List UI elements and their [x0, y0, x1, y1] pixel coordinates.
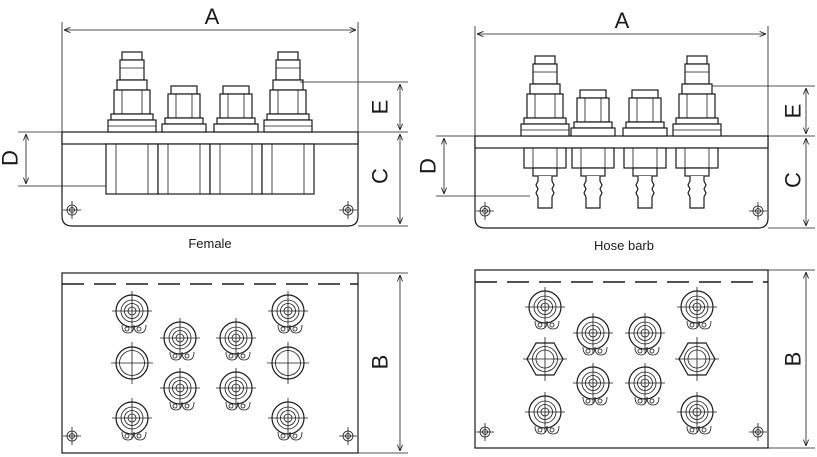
- hose-barb-caption: Hose barb: [594, 238, 654, 253]
- female-top-view: [61, 272, 359, 454]
- female-caption: Female: [188, 236, 231, 251]
- female-dimension-b: B: [358, 272, 408, 454]
- svg-text:B: B: [781, 352, 806, 367]
- svg-text:D: D: [416, 158, 441, 174]
- hose-barb-dimension-e: E: [712, 85, 815, 137]
- hose-barb-dimension-c: C: [768, 138, 815, 229]
- hose-barb-dimension-a: A: [474, 8, 769, 136]
- svg-text:C: C: [781, 172, 806, 188]
- hose-barb-top-view: [474, 269, 769, 449]
- svg-text:E: E: [781, 104, 806, 119]
- female-dimension-c: C: [358, 134, 408, 227]
- hose-barb-dimension-d: D: [416, 135, 530, 197]
- svg-text:D: D: [0, 150, 23, 166]
- female-dimension-e: E: [300, 81, 408, 133]
- female-dimension-d: D: [0, 131, 106, 187]
- female-dimension-a: A: [61, 4, 359, 132]
- svg-text:A: A: [615, 8, 630, 33]
- hose-barb-side-view: [474, 55, 769, 229]
- svg-text:B: B: [368, 355, 393, 370]
- svg-text:C: C: [368, 168, 393, 184]
- svg-text:A: A: [205, 4, 220, 29]
- hose-barb-dimension-b: B: [768, 269, 815, 449]
- svg-text:E: E: [368, 100, 393, 115]
- female-side-view: [61, 51, 359, 227]
